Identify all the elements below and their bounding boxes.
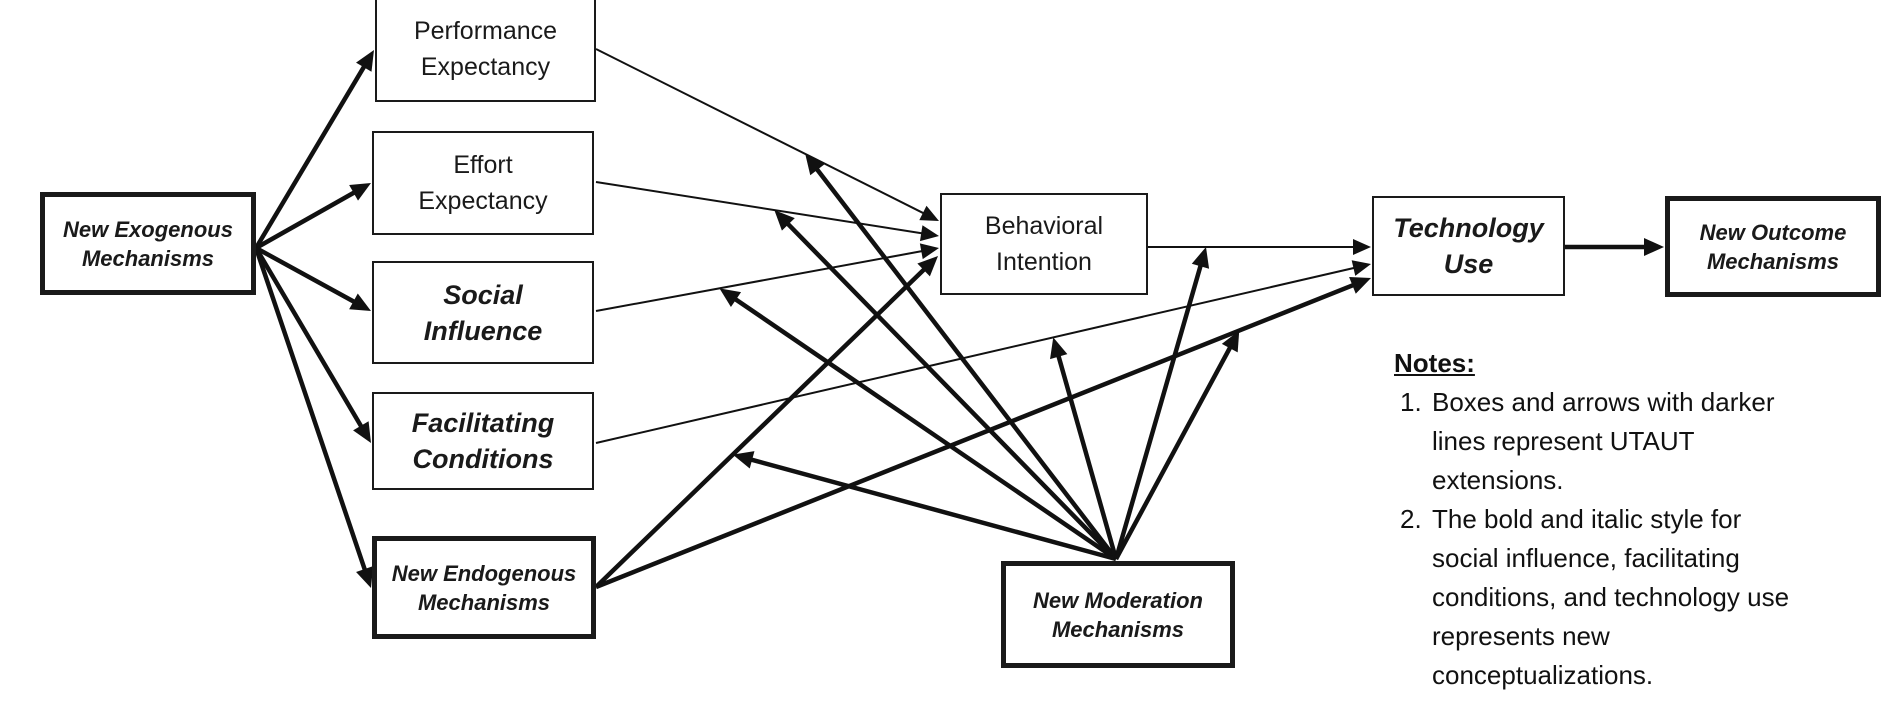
arrowhead-icon [349,183,371,201]
arrowhead-icon [356,50,374,72]
arrowhead-icon [1349,277,1371,294]
moderation-arrow-endo-to-tu [1114,330,1240,561]
edge-exo-to-ee [254,183,371,250]
note-line: The bold and italic style for [1432,504,1742,534]
notes-panel: Notes: 1. Boxes and arrows with darker l… [1394,344,1874,695]
node-label: New Moderation Mechanisms [1033,587,1203,642]
moderation-arrow-fc-to-tu [1050,337,1119,560]
arrowhead-icon [1353,239,1371,255]
moderation-arrow-pe-to-bi [805,153,1118,561]
node-label: Technology Use [1393,213,1544,279]
arrow-line [595,266,1356,444]
node-facilitating-conditions: Facilitating Conditions [372,392,594,490]
moderation-arrow-bi-to-tu [1113,247,1210,560]
note-line: lines represent UTAUT [1432,426,1695,456]
arrow-line [595,249,924,312]
arrow-line [785,221,1118,561]
node-label: Social Influence [423,279,543,346]
node-label: New Endogenous Mechanisms [391,560,577,615]
arrow-line [254,189,357,250]
edge-exo-to-si [254,246,371,311]
arrow-line [1055,354,1119,560]
arrowhead-icon [774,210,795,231]
moderation-arrow-si-to-bi [719,288,1118,561]
note-item: 1. Boxes and arrows with darker lines re… [1394,383,1874,500]
edge-endo-to-tu [595,277,1371,590]
arrowhead-icon [1050,337,1068,360]
note-line: extensions. [1432,465,1564,495]
arrow-line [1114,345,1233,561]
node-label: Behavioral Intention [984,212,1104,276]
node-label: Performance Expectancy [413,17,558,81]
edge-si-to-bi [595,243,939,312]
node-technology-use: Technology Use [1372,196,1565,296]
arrow-line [1113,263,1204,560]
edge-exo-to-fc [254,246,371,443]
node-new-outcome-mechanisms: New Outcome Mechanisms [1665,196,1881,297]
arrow-line [814,166,1118,561]
node-label: New Exogenous Mechanisms [63,216,233,271]
note-line: represents new [1432,621,1610,651]
node-label: Facilitating Conditions [411,408,555,474]
arrowhead-icon [349,293,371,311]
arrow-line [595,282,1356,590]
arrow-line [254,246,357,305]
note-line: conditions, and technology use [1432,582,1790,612]
arrowhead-icon [356,566,374,588]
arrow-line [594,266,927,589]
note-item: 2. The bold and italic style for social … [1394,500,1874,695]
node-social-influence: Social Influence [372,261,594,364]
notes-title: Notes: [1394,348,1475,378]
edge-bi-to-tu [1148,239,1371,255]
arrow-line [253,247,368,572]
arrow-line [733,296,1118,561]
node-new-endogenous-mechanisms: New Endogenous Mechanisms [372,536,596,639]
arrowhead-icon [732,451,755,469]
arrow-line [254,246,364,429]
arrowhead-icon [917,256,938,277]
note-number: 2. [1400,504,1422,534]
arrowhead-icon [919,205,939,221]
edge-endo-to-bi [594,256,938,589]
arrowhead-icon [719,288,742,308]
arrowhead-icon [353,421,371,443]
edge-ee-to-bi [595,181,939,242]
node-effort-expectancy: Effort Expectancy [372,131,594,235]
note-line: Boxes and arrows with darker [1432,387,1775,417]
node-behavioral-intention: Behavioral Intention [940,193,1148,295]
arrowhead-icon [919,225,939,242]
edge-exo-to-endo [253,247,374,588]
node-label: New Outcome Mechanisms [1699,219,1847,274]
moderation-arrow-endo-to-bi [732,451,1117,562]
node-label: Effort Expectancy [418,151,548,215]
note-line: social influence, facilitating [1432,543,1740,573]
arrowhead-icon [805,153,825,176]
node-new-exogenous-mechanisms: New Exogenous Mechanisms [40,192,256,295]
edge-tu-to-out [1565,238,1664,256]
arrow-line [595,48,926,215]
edge-pe-to-bi [595,48,939,221]
arrowhead-icon [1191,247,1210,269]
arrowhead-icon [1221,330,1240,353]
arrow-line [254,64,367,250]
edge-exo-to-pe [254,50,374,250]
arrow-line [595,181,924,235]
moderation-arrow-ee-to-bi [774,210,1118,561]
arrowhead-icon [1351,260,1371,276]
note-line: conceptualizations. [1432,660,1654,690]
note-number: 1. [1400,387,1422,417]
node-new-moderation-mechanisms: New Moderation Mechanisms [1001,561,1235,668]
arrowhead-icon [919,243,939,260]
node-performance-expectancy: Performance Expectancy [375,0,596,102]
edge-fc-to-tu [595,260,1371,444]
arrow-line [749,457,1117,562]
arrowhead-icon [1644,238,1664,256]
